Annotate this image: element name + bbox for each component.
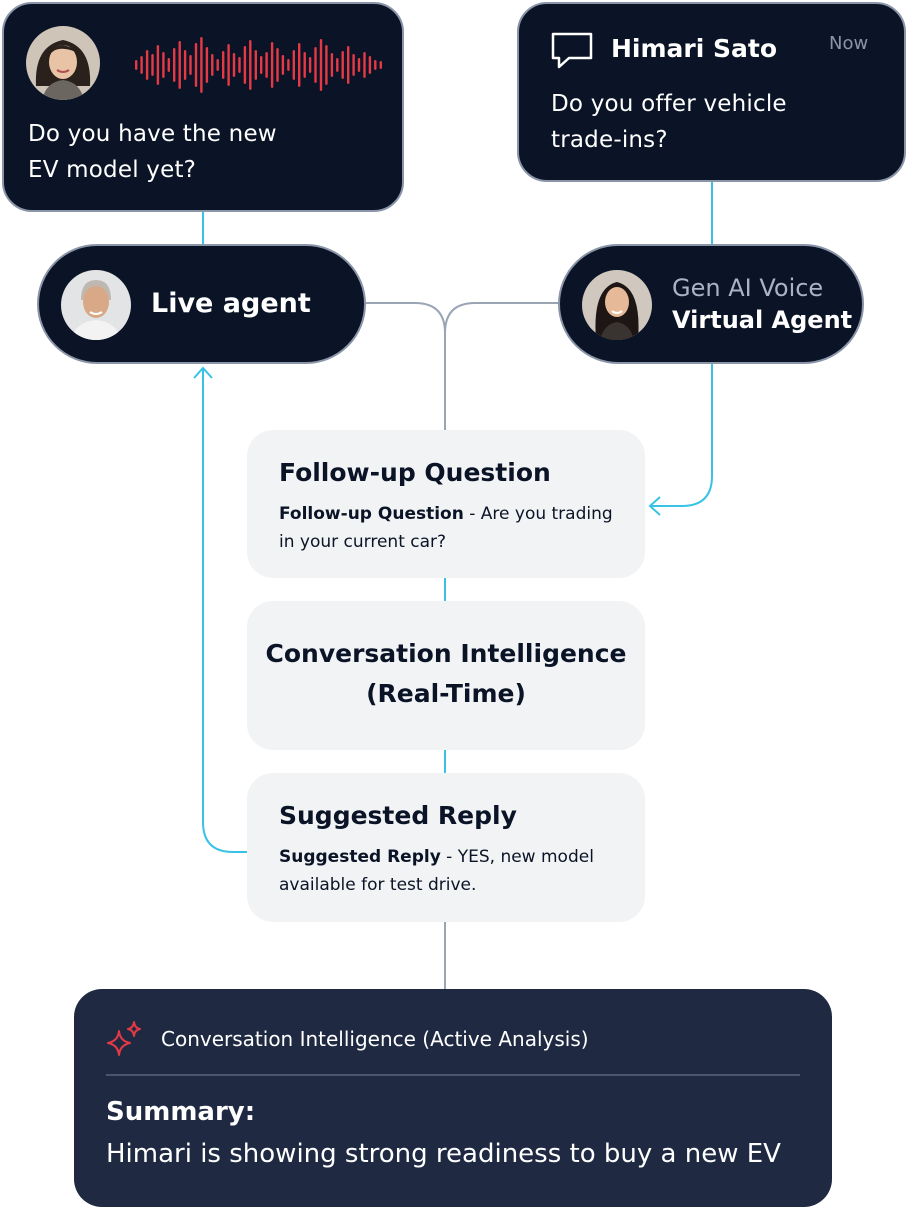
- suggested-reply-card: Suggested Reply Suggested Reply - YES, n…: [247, 773, 645, 922]
- notification-message: Himari Sato Now Do you offer vehicle tra…: [517, 2, 906, 182]
- conversation-intelligence-card: Conversation Intelligence (Real-Time): [247, 601, 645, 750]
- waveform-bar: [330, 53, 334, 77]
- waveform-bar: [156, 45, 160, 85]
- waveform-bar: [162, 52, 165, 78]
- active-analysis-panel: Conversation Intelligence (Active Analys…: [74, 989, 832, 1207]
- waveform-bar: [178, 41, 181, 89]
- virtual-agent-line1: Gen AI Voice: [672, 274, 824, 302]
- waveform-bar: [379, 61, 382, 69]
- waveform-bar: [276, 48, 279, 82]
- suggested-reply-body: Suggested Reply - YES, new model availab…: [279, 843, 615, 899]
- customer-avatar: [26, 26, 100, 100]
- waveform-bar: [281, 55, 285, 75]
- summary-label: Summary:: [106, 1097, 256, 1127]
- waveform-bar: [368, 56, 372, 74]
- waveform-bar: [183, 50, 187, 80]
- waveform-bar: [314, 47, 317, 83]
- waveform-bar: [145, 50, 149, 80]
- connector-virtual-to-followup: [650, 364, 713, 507]
- analysis-header: Conversation Intelligence (Active Analys…: [161, 1027, 589, 1051]
- sparkle-icon: [107, 1021, 141, 1056]
- waveform-bar: [341, 51, 344, 79]
- waveform-bar: [216, 59, 219, 71]
- virtual-agent-pill: Gen AI Voice Virtual Agent: [558, 244, 864, 364]
- waveform-bar: [325, 45, 328, 85]
- live-agent-avatar: [61, 270, 131, 340]
- follow-up-body-label: Follow-up Question: [279, 504, 464, 524]
- waveform-bar: [357, 58, 361, 72]
- waveform-bar: [270, 42, 274, 88]
- connector-reply-to-live: [202, 368, 247, 853]
- virtual-agent-avatar: [582, 270, 652, 340]
- analysis-divider: [106, 1074, 800, 1076]
- waveform-bar: [249, 40, 252, 90]
- follow-up-body: Follow-up Question - Are you trading in …: [279, 500, 615, 556]
- follow-up-question-card: Follow-up Question Follow-up Question - …: [247, 430, 645, 578]
- conversation-intelligence-line1: Conversation Intelligence: [265, 639, 627, 668]
- waveform-bar: [232, 53, 236, 77]
- customer-message-text: Do you have the new EV model yet?: [28, 121, 277, 183]
- waveform-bar: [308, 57, 312, 73]
- waveform-bar: [254, 50, 257, 80]
- connector-arrowhead-live: [193, 366, 213, 379]
- waveform-bar: [140, 56, 143, 74]
- waveform-bar: [265, 52, 268, 78]
- waveform-bar: [336, 58, 339, 72]
- waveform-bar: [298, 43, 301, 87]
- waveform-bar: [287, 59, 290, 71]
- waveform-bar: [292, 50, 295, 80]
- waveform-bar: [189, 55, 192, 75]
- live-agent-pill: Live agent: [37, 244, 366, 364]
- waveform-bar: [167, 58, 170, 72]
- conversation-intelligence-line2: (Real-Time): [366, 679, 526, 708]
- chat-bubble-icon: [551, 32, 593, 69]
- waveform-bar: [347, 46, 350, 84]
- follow-up-title: Follow-up Question: [279, 458, 551, 487]
- connector-agents-merge: [366, 302, 558, 430]
- virtual-agent-line2: Virtual Agent: [672, 306, 853, 334]
- waveform-bar: [238, 57, 241, 73]
- suggested-reply-title: Suggested Reply: [279, 801, 517, 830]
- waveform-bar: [205, 47, 209, 83]
- waveform-bar: [319, 39, 323, 91]
- waveform-bar: [173, 48, 176, 82]
- waveform-bar: [363, 52, 366, 78]
- waveform-bar: [211, 54, 214, 76]
- waveform-bar: [303, 52, 306, 78]
- waveform-bar: [374, 60, 377, 70]
- waveform-bar: [200, 37, 203, 93]
- customer-voice-message: Do you have the new EV model yet?: [2, 2, 404, 212]
- waveform-bar: [194, 43, 198, 87]
- waveform-bar: [227, 44, 230, 86]
- connector-arrowhead-followup: [648, 496, 661, 516]
- waveform-bar: [222, 51, 225, 79]
- waveform-bar: [260, 56, 263, 74]
- summary-text: Himari is showing strong readiness to bu…: [106, 1139, 781, 1169]
- waveform-icon: [135, 37, 382, 93]
- suggested-reply-body-text: - YES, new model available for test driv…: [279, 847, 594, 895]
- waveform-bar: [243, 46, 247, 84]
- notification-message-text: Do you offer vehicle trade-ins?: [551, 91, 787, 153]
- suggested-reply-body-label: Suggested Reply: [279, 847, 441, 867]
- waveform-bar: [135, 60, 138, 70]
- notification-time: Now: [829, 33, 869, 54]
- waveform-bar: [352, 54, 355, 76]
- notification-sender-name: Himari Sato: [611, 34, 778, 63]
- live-agent-label: Live agent: [151, 288, 311, 319]
- waveform-bar: [151, 54, 154, 76]
- follow-up-body-text: - Are you trading in your current car?: [279, 504, 613, 552]
